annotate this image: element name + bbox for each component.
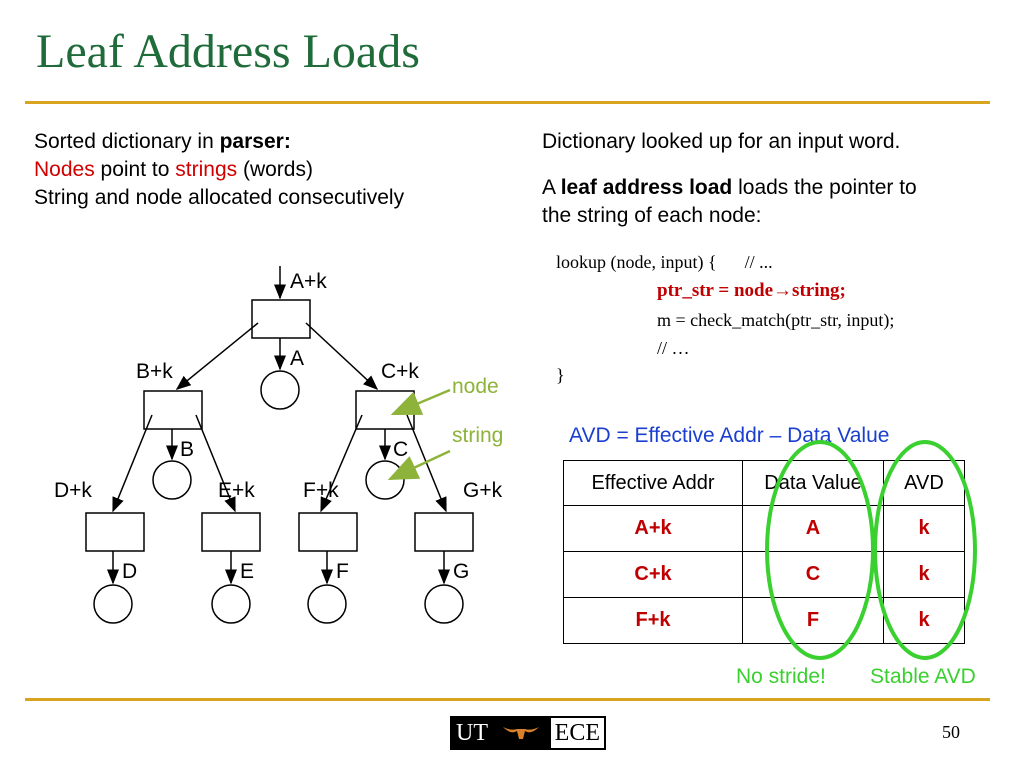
addr-label-A: A+k: [290, 270, 327, 293]
string-callout-arrow: [387, 449, 451, 481]
no-stride-label: No stride!: [736, 665, 826, 688]
string-label-B: B: [180, 438, 195, 461]
addr-label-E: E+k: [218, 479, 255, 502]
header-avd: AVD: [883, 460, 965, 506]
left-line-3: String and node allocated consecutively: [34, 186, 405, 209]
node-box-E: [201, 512, 261, 552]
page-number: 50: [942, 722, 960, 742]
node-box-D: [85, 512, 145, 552]
string-label-C: C: [393, 438, 409, 461]
stable-avd-label: Stable AVD: [870, 665, 976, 688]
code-line-1: lookup (node, input) {// ...: [556, 252, 773, 272]
left-line-2: Nodes point to strings (words): [34, 158, 313, 181]
string-label-A: A: [290, 347, 305, 370]
bottom-divider: [25, 698, 990, 701]
longhorn-icon: [492, 718, 551, 748]
string-circle-D: [93, 584, 133, 624]
parser-bold: parser:: [219, 130, 291, 153]
node-box-B: [143, 390, 203, 430]
string-label-F: F: [336, 560, 349, 583]
ut-ece-logo: UT ECE: [450, 716, 606, 750]
string-circle-G: [424, 584, 464, 624]
string-circle-C: [365, 460, 405, 500]
string-label-E: E: [240, 560, 255, 583]
string-circle-A: [260, 370, 300, 410]
addr-label-C: C+k: [381, 360, 419, 383]
left-description: Sorted dictionary in parser: Nodes point…: [34, 128, 404, 212]
code-line-5: }: [556, 365, 565, 385]
node-callout-label: node: [452, 375, 499, 398]
string-circle-E: [211, 584, 251, 624]
avd-highlight-ellipse: [873, 440, 977, 660]
addr-label-G: G+k: [463, 479, 503, 502]
string-callout-label: string: [452, 424, 504, 447]
string-label-D: D: [122, 560, 138, 583]
string-label-G: G: [453, 560, 470, 583]
slide-title: Leaf Address Loads: [36, 25, 420, 78]
left-line-1: Sorted dictionary in parser:: [34, 130, 291, 153]
string-circle-F: [307, 584, 347, 624]
node-callout-arrow: [390, 388, 451, 416]
addr-label-B: B+k: [136, 360, 173, 383]
node-box-A: [251, 299, 311, 339]
right-para-2: A leaf address load loads the pointer to…: [542, 176, 917, 227]
code-line-2: ptr_str = node→string;: [657, 280, 846, 301]
avd-caption: AVD = Effective Addr – Data Value: [569, 424, 890, 447]
addr-label-F: F+k: [303, 479, 339, 502]
arrow-icon: →: [773, 280, 793, 301]
node-box-G: [414, 512, 474, 552]
code-line-3: m = check_match(ptr_str, input);: [657, 310, 895, 330]
top-divider: [25, 101, 990, 104]
string-circle-B: [152, 460, 192, 500]
right-para-1: Dictionary looked up for an input word.: [542, 130, 901, 153]
addr-label-D: D+k: [54, 479, 92, 502]
code-line-4: // …: [657, 338, 690, 358]
node-box-F: [298, 512, 358, 552]
